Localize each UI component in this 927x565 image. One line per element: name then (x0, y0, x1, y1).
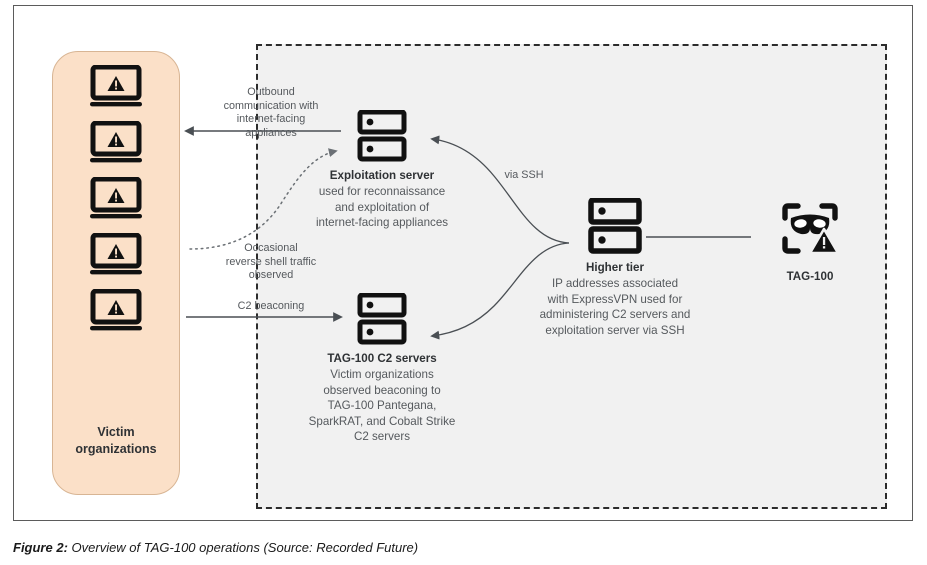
node-title: Higher tier (586, 261, 644, 274)
figure-caption-label: Figure 2: (13, 540, 68, 555)
node-desc-line: SparkRAT, and Cobalt Strike (308, 414, 456, 428)
node-description: Victim organizations observed beaconing … (282, 367, 482, 445)
victim-label-line-2: organizations (75, 442, 157, 456)
edge-reverse-shell (189, 148, 338, 250)
edge-label-line: C2 beaconing (237, 300, 305, 312)
server-icon (588, 198, 642, 254)
edge-ssh-to-exploitation (430, 135, 570, 244)
edge-label-reverse-shell: Occasional reverse shell traffic observe… (200, 242, 342, 283)
victim-organizations-label: Victim organizations (52, 424, 180, 458)
victim-label-line-1: Victim (97, 425, 135, 439)
node-desc-line: used for reconnaissance (318, 185, 446, 198)
laptop-warning-icon (90, 121, 142, 163)
node-c2-servers: TAG-100 C2 servers Victim organizations … (282, 293, 482, 445)
server-icon (357, 293, 407, 345)
node-desc-line: and exploitation of (334, 200, 430, 214)
edge-label-outbound-communication: Outbound communication with internet-fac… (200, 86, 342, 140)
edge-ssh-to-c2 (430, 242, 570, 340)
node-desc-line: Victim organizations (330, 368, 434, 381)
laptop-warning-icon (90, 289, 142, 331)
node-desc-line: observed beaconing to (323, 383, 441, 397)
node-exploitation-server: Exploitation server used for reconnaissa… (282, 110, 482, 231)
laptop-warning-icon (90, 177, 142, 219)
node-higher-tier: Higher tier IP addresses associated with… (504, 198, 726, 338)
server-icon (357, 110, 407, 162)
victim-icon-stack (52, 51, 180, 495)
node-desc-line: administering C2 servers and (539, 308, 691, 321)
connector-layer (184, 126, 751, 340)
figure-caption-text: Overview of TAG-100 operations (Source: … (67, 540, 419, 555)
diagram-canvas: Victim organizations (14, 6, 914, 522)
edge-label-line: via SSH (504, 169, 544, 181)
node-description: used for reconnaissance and exploitation… (282, 184, 482, 231)
laptop-warning-icon (90, 233, 142, 275)
figure-frame: Victim organizations (13, 5, 913, 521)
edge-label-line: Occasional (244, 242, 298, 254)
edge-label-line: communication with (223, 99, 319, 112)
node-desc-line: C2 servers (353, 430, 411, 443)
laptop-warning-icon (90, 65, 142, 107)
node-desc-line: TAG-100 Pantegana, (327, 399, 437, 412)
edge-label-line: appliances (245, 126, 297, 139)
node-title: TAG-100 (786, 270, 834, 283)
node-title: Exploitation server (329, 169, 435, 182)
node-title: TAG-100 C2 servers (327, 352, 437, 365)
node-desc-line: exploitation server via SSH (545, 323, 685, 337)
node-description: IP addresses associated with ExpressVPN … (504, 276, 726, 338)
edge-label-line: observed (248, 269, 294, 281)
edge-label-line: reverse shell traffic (225, 255, 317, 268)
node-tag-100-actor: TAG-100 (754, 201, 866, 284)
node-desc-line: with ExpressVPN used for (547, 292, 683, 306)
threat-actor-mask-icon (782, 203, 840, 255)
edge-label-line: Outbound (247, 86, 295, 98)
node-desc-line: IP addresses associated (551, 277, 679, 290)
node-desc-line: internet-facing appliances (315, 216, 449, 229)
edge-label-via-ssh: via SSH (484, 169, 564, 183)
edge-label-line: internet-facing (236, 113, 306, 125)
edge-label-c2-beaconing: C2 beaconing (200, 300, 342, 314)
figure-caption: Figure 2: Overview of TAG-100 operations… (13, 540, 903, 555)
